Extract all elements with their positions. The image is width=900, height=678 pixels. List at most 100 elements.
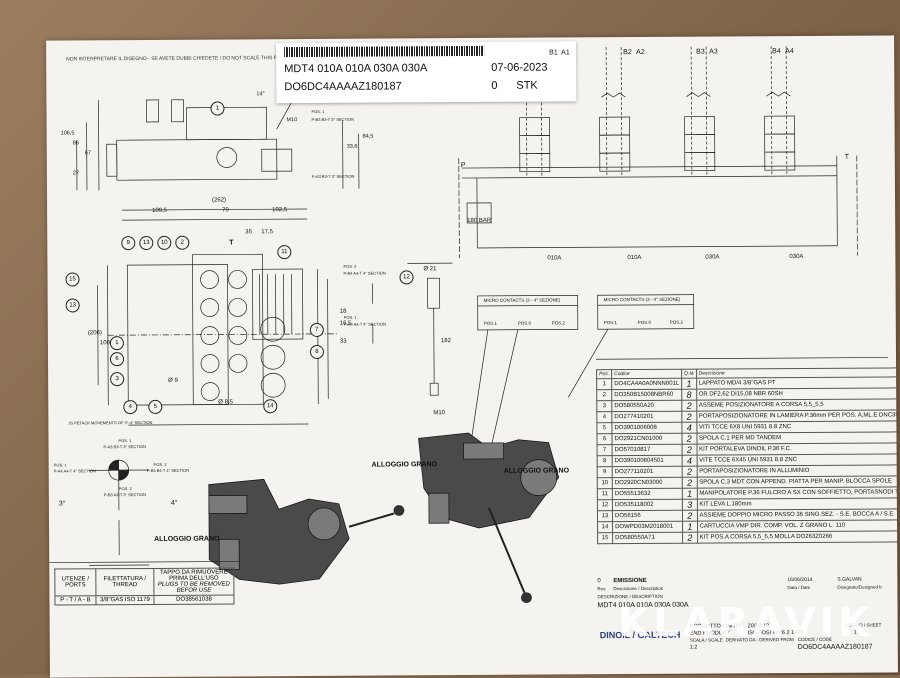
bom-cell-pos: 10: [597, 478, 612, 489]
bom-cell-qty: 3: [682, 499, 697, 510]
bom-cell-code: DO535118002: [612, 499, 682, 510]
port-b3: B3: [696, 49, 705, 56]
bom-cell-qty: 2: [683, 510, 698, 521]
bom-cell-pos: 2: [597, 390, 612, 401]
sticker-unit: STK: [516, 80, 537, 92]
dim-front-phi9: Ø 9: [168, 378, 178, 384]
bom-cell-code: DO55513632: [612, 488, 682, 499]
bom-cell-desc: KIT POS.A CORSA 5,5_5,5 MOLLA DO263Z0266: [697, 531, 898, 544]
bom-cell-code: DO390100604501: [612, 455, 682, 466]
dim-side-1: 106,5: [61, 130, 75, 136]
section-label-6: P-A4 A4-T 4° SECTION: [344, 322, 386, 327]
bom-cell-pos: 6: [597, 434, 612, 445]
callout-12: 12: [399, 270, 413, 284]
section-label-4: POS. 2: [343, 264, 356, 269]
dim-front-100: 100: [100, 340, 110, 346]
callout-2: 2: [175, 236, 189, 250]
callout-10: 10: [157, 236, 171, 250]
rev-date-label: Data / Date: [787, 585, 810, 590]
callout-1-side: 1: [210, 102, 224, 116]
callout-1-front: 1: [110, 336, 124, 350]
callout-6: 6: [110, 352, 124, 366]
ports-col3: TAPPO DA RIMUOVERE PRIMA DELL'USO PLUGS …: [154, 568, 234, 595]
port-a1: A1: [561, 49, 570, 56]
bom-cell-code: DO2921CN01000: [612, 433, 682, 444]
spool-label-2: 010A: [627, 255, 641, 261]
callout-4: 4: [123, 400, 137, 414]
housing-label-right-top: ALLOGGIO GRANO: [372, 461, 437, 468]
micro-pos2-a: POS.2: [552, 320, 565, 325]
bom-cell-code: DOWPD03M2018001: [613, 521, 683, 532]
callout-15: 15: [65, 272, 79, 286]
barcode: [284, 46, 484, 57]
housing-label-left: ALLOGGIO GRANO: [154, 536, 219, 543]
bom-header-code: Codice: [612, 369, 682, 379]
micro-contacts-title-2: MICRO CONTACTS (3 - 4° SEZIONE): [604, 297, 681, 302]
rev-author: S.GALVAN: [837, 577, 861, 583]
joystick-deg4: 4°: [171, 500, 178, 507]
drawing-sheet: NON INTERPRETARE IL DISEGNO - SE AVETE D…: [46, 35, 898, 677]
ports-col2: FILETTATURA / THREAD: [96, 568, 154, 595]
micro-pos1-a: POS.1: [484, 321, 497, 326]
section-label-5: P-B4 A4-T 4° SECTION: [343, 271, 385, 276]
bom-cell-code: DO350B15008NBR60: [612, 389, 682, 400]
callout-8: 8: [310, 345, 324, 359]
bom-cell-qty: 4: [682, 455, 697, 466]
housing-label-right-side: ALLOGGIO GRANO: [504, 467, 569, 474]
sticker-code: DO6DC4AAAAZ180187: [284, 80, 401, 93]
bom-cell-qty: 8: [682, 389, 697, 400]
bom-cell-pos: 9: [597, 467, 612, 478]
section-label-2: P-B3 B3-T 3° SECTION: [312, 117, 354, 122]
port-b2: B2: [623, 49, 632, 56]
dim-side-m10: M10: [287, 117, 298, 123]
joystick-pos1-top: POS. 1: [118, 438, 131, 443]
rev-emissione: EMISSIONE: [613, 578, 646, 584]
rev-label: Rev.: [597, 586, 606, 591]
sticker-model: MDT4 010A 010A 030A 030A: [284, 62, 427, 75]
callout-11: 11: [277, 245, 291, 259]
desc-label: DESCRIZIONE / DESCRIPTION: [597, 594, 662, 599]
callout-7: 7: [310, 323, 324, 337]
dim-front-phi85: Ø 8,5: [218, 399, 233, 405]
dim-top-t: T: [229, 239, 233, 246]
section-label-3: P-A3 B3-T 3° SECTION: [312, 174, 354, 179]
joystick-pos2-bottom: POS. 2: [119, 486, 132, 491]
micro-pos0-b: POS.0: [638, 320, 651, 325]
bom-cell-qty: 2: [682, 411, 697, 422]
dim-top-2: 70: [222, 207, 229, 213]
dim-front-total: (206): [88, 330, 102, 336]
bom-cell-code: DO57010817: [612, 444, 682, 455]
ports-col3-en: PLUGS TO BE REMOVED BEFOR USE: [158, 581, 230, 593]
sticker-qty: 0: [491, 80, 497, 92]
dim-side-336: 33,6: [347, 144, 358, 150]
bom-cell-pos: 8: [597, 456, 612, 467]
bom-cell-qty: 4: [682, 422, 697, 433]
port-b4: B4: [772, 48, 781, 55]
callout-5: 5: [148, 400, 162, 414]
dim-lever-dia: Ø 21: [423, 266, 436, 272]
dim-side-4: 27: [73, 170, 79, 176]
bom-cell-qty: 1: [682, 488, 697, 499]
port-p: P: [461, 162, 466, 169]
bom-cell-code: DO277110201: [612, 466, 682, 477]
dim-lever-len: 182: [441, 338, 451, 344]
bom-cell-code: DO4CA4A0A0NNN001L: [612, 378, 682, 389]
bom-cell-qty: 1: [683, 521, 698, 532]
bom-cell-code: DO580550A71: [613, 532, 683, 543]
callout-3: 3: [110, 372, 124, 386]
sticker-date: 07-06-2023: [491, 62, 547, 74]
dim-top-5: 17,5: [261, 229, 273, 235]
bom-cell-pos: 1: [597, 379, 612, 390]
dim-side-angle: 14°: [256, 91, 264, 97]
ports-table: UTENZE / PORTS FILETTATURA / THREAD TAPP…: [54, 567, 234, 605]
callout-13-top: 13: [139, 236, 153, 250]
bom-cell-code: DO2920CN03000: [612, 477, 682, 488]
micro-pos1-b: POS.1: [604, 320, 617, 325]
dim-top-1: 109,5: [152, 208, 167, 214]
joystick-deg3: 3°: [59, 500, 66, 507]
bom-cell-pos: 7: [597, 445, 612, 456]
dim-top-total: (262): [212, 197, 226, 203]
joystick-note: JS PETACK MOVEMENTS OF 3°-4° SECTION: [68, 420, 152, 426]
bom-cell-pos: 11: [597, 489, 612, 500]
